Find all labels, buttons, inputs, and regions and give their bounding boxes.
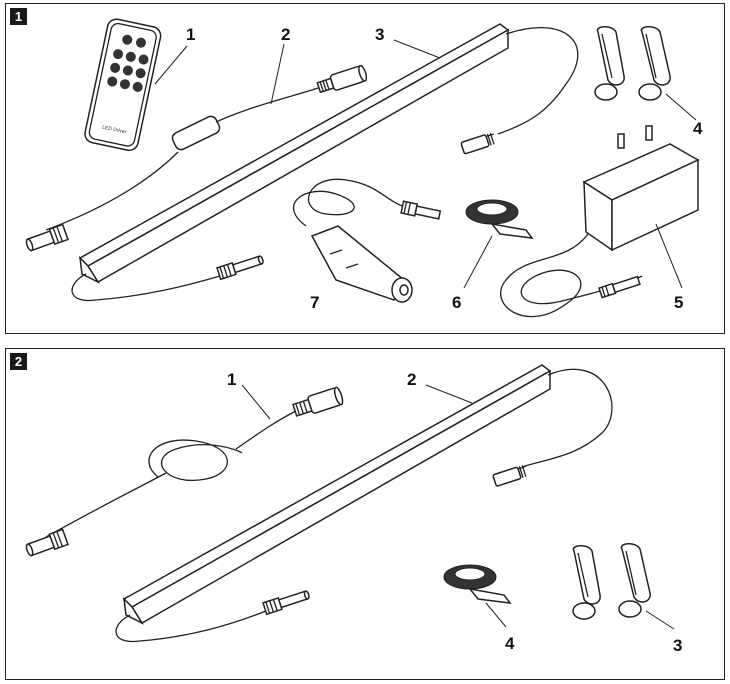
figure-number-badge: 2 [10,353,27,370]
led-light-bar-icon [115,364,613,643]
callout-1: 1 [227,370,236,389]
callout-4: 4 [693,119,703,138]
remote-receiver-cable-icon [25,64,368,252]
package-contents-illustration-1: LED Driver 1 2 [25,18,703,318]
carabiner-hooks-icon [594,26,671,101]
car-charger-adapter-icon [292,178,442,303]
callout-2: 2 [407,370,416,389]
callout-6: 6 [452,293,461,312]
callout-7: 7 [310,293,319,312]
carabiner-hooks-icon [572,543,651,620]
power-adapter-icon [500,125,700,318]
adhesive-tape-roll-icon [465,199,534,239]
callout-5: 5 [674,293,683,312]
package-contents-illustration-2: 1 2 [25,364,682,655]
remote-brand-label: LED Driver [102,124,127,135]
figure-panel-1: 1 LED Driver 1 [5,3,725,334]
callout-4: 4 [505,634,515,653]
led-light-bar-icon [71,23,579,302]
adhesive-tape-roll-icon [443,564,512,604]
callout-3: 3 [375,25,384,44]
remote-control-icon: LED Driver [84,18,162,152]
callout-1: 1 [186,25,195,44]
callout-2: 2 [281,25,290,44]
callout-3: 3 [673,636,682,655]
extension-cable-icon [25,386,344,557]
figure-number-badge: 1 [10,8,27,25]
figure-panel-2: 2 1 [5,348,725,680]
